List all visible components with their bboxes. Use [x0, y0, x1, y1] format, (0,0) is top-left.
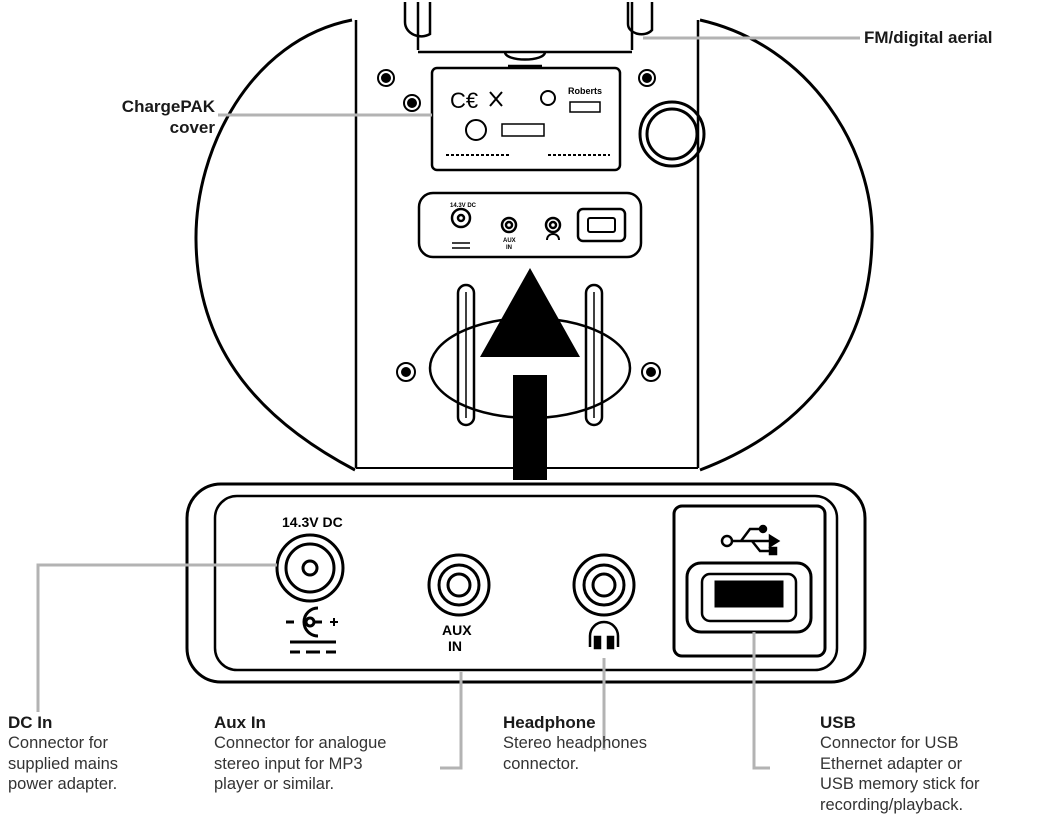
dc-jack-label: 14.3V DC — [282, 514, 343, 530]
aux-in-leader — [440, 672, 463, 770]
mini-aux-label-2: IN — [506, 245, 512, 251]
connector-panel — [185, 482, 867, 684]
usb-leader — [752, 632, 770, 770]
aerial-callout-title: FM/digital aerial — [864, 28, 993, 47]
headphone-icon — [588, 620, 620, 650]
dc-jack-icon — [275, 533, 345, 654]
svg-text:C€: C€ — [450, 88, 478, 113]
mini-aux-label-1: AUX — [503, 238, 516, 244]
radio-body-outline — [194, 18, 874, 472]
usb-title: USB — [820, 713, 856, 732]
zoom-arrow — [480, 268, 580, 480]
chargepak-callout-title: ChargePAK cover — [121, 97, 215, 137]
aerial-icon — [403, 2, 654, 68]
round-knob — [638, 100, 706, 168]
dc-in-title: DC In — [8, 713, 53, 732]
mini-dc-label: 14.3V DC — [450, 203, 477, 209]
headphone-title: Headphone — [503, 713, 596, 732]
chargepak-cover-drawing: C€ Roberts — [430, 66, 622, 172]
usb-port-icon — [672, 504, 827, 658]
mini-connector-panel — [417, 191, 643, 259]
aux-jack-icon — [427, 553, 491, 617]
headphone-desc: Stereo headphones connector. — [503, 734, 648, 773]
usb-desc: Connector for USB Ethernet adapter or US… — [820, 734, 980, 814]
aux-jack-label-2: IN — [448, 638, 462, 654]
screw-icons — [377, 69, 661, 382]
dc-in-leader — [36, 563, 277, 712]
aux-in-title: Aux In — [214, 713, 266, 732]
dc-in-desc: Connector for supplied mains power adapt… — [8, 734, 119, 793]
headphone-jack-icon — [572, 553, 636, 617]
leader-lines — [36, 36, 860, 770]
aux-in-desc: Connector for analogue stereo input for … — [214, 734, 387, 793]
svg-text:Roberts: Roberts — [568, 86, 602, 96]
aux-jack-label-1: AUX — [442, 622, 472, 638]
usb-symbol-icon — [720, 524, 781, 556]
